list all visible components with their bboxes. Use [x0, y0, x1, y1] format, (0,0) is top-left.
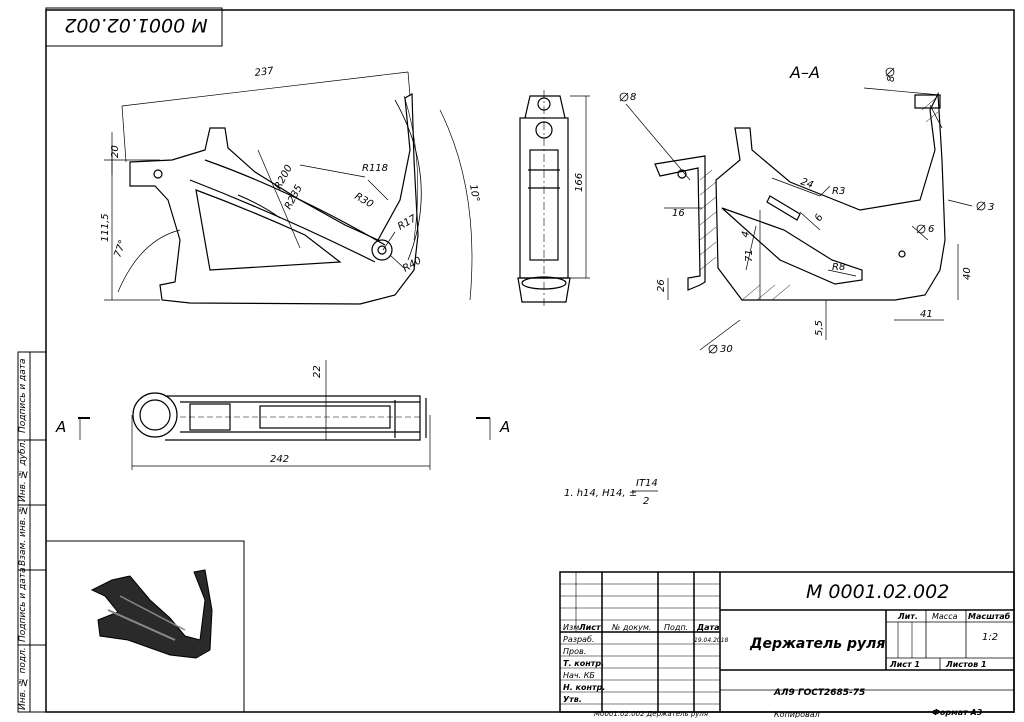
iso-preview: [90, 569, 213, 659]
sheet-label: Лист 1: [889, 660, 920, 669]
side-sign-date-2: Подпись и дата: [18, 567, 28, 642]
dim-6: 6: [813, 212, 826, 223]
main-view: [129, 92, 422, 305]
role-utv: Утв.: [563, 695, 582, 704]
dim-4: 4: [740, 230, 752, 238]
dim-77deg: 77°: [112, 239, 128, 259]
role-nkontr: Н. контр.: [563, 683, 605, 692]
dim-r118: R118: [362, 163, 388, 174]
dim-22: 22: [312, 365, 323, 378]
dim-dia8-b: 8: [886, 76, 897, 82]
role-prov: Пров.: [563, 647, 586, 656]
note-prefix: 1. h14, H14, ±: [564, 488, 637, 499]
section-dims: [625, 87, 973, 351]
side-inv-dubl: Инв. № дубл.: [18, 439, 28, 502]
dim-26: 26: [656, 279, 667, 292]
side-column: [17, 351, 47, 713]
col-sign: Подп.: [664, 623, 688, 632]
lit-label: Лит.: [897, 612, 918, 621]
dim-40: 40: [962, 267, 973, 280]
scale-label: Масштаб: [968, 611, 1011, 621]
col-docnum: № докум.: [611, 623, 651, 632]
col-izm: Изм: [563, 623, 579, 632]
dim-r235: R235: [283, 183, 305, 211]
note-denominator: 2: [643, 496, 649, 507]
dim-71: 71: [744, 249, 755, 262]
top-view-dims: [78, 360, 491, 470]
title-block-grid: [559, 571, 1015, 713]
role-nachkb: Нач. КБ: [563, 671, 595, 680]
section-view: [654, 91, 946, 301]
section-marker-right: А: [499, 418, 510, 436]
material: АЛ9 ГОСТ2685-75: [773, 688, 865, 698]
rotated-code: М 0001.02.002: [64, 14, 208, 36]
dim-dia6: 6: [928, 224, 934, 235]
part-name: Держатель руля: [749, 636, 885, 652]
side-inv-podl: Инв. № подл.: [18, 647, 28, 710]
role-tkontr: Т. контр.: [563, 659, 604, 668]
top-view: [132, 392, 427, 441]
col-list: Лист: [578, 623, 602, 632]
section-marker-left: А: [55, 418, 66, 436]
col-date: Дата: [696, 623, 720, 632]
sheets-label: Листов 1: [945, 660, 987, 669]
dia-symbols: [619, 67, 986, 354]
dim-10deg: 10°: [467, 184, 481, 203]
footer-text: М0001.02.002 Держатель руля: [594, 710, 708, 718]
iso-frame: [46, 540, 245, 712]
note-numerator: IT14: [636, 478, 658, 489]
dim-242: 242: [270, 454, 289, 465]
dim-r3: R3: [832, 186, 845, 197]
format-label: Формат А3: [932, 708, 983, 717]
dim-r30: R30: [353, 191, 376, 210]
side-vzam-inv: Взам. инв. №: [18, 504, 28, 566]
copied-label: Копировал: [774, 710, 820, 718]
dim-237: 237: [254, 66, 275, 79]
inner-frame: [45, 9, 1015, 713]
dim-166: 166: [574, 173, 585, 192]
dim-16: 16: [672, 208, 685, 219]
dim-dia8-a: 8: [630, 92, 636, 103]
scale-value: 1:2: [982, 632, 998, 643]
front-view: [517, 90, 590, 308]
date-value: 19.04.2018: [694, 637, 729, 644]
designation: М 0001.02.002: [806, 581, 949, 603]
dim-r17: R17: [396, 213, 419, 233]
section-label: А–А: [789, 63, 820, 82]
section-hatch: [699, 97, 939, 301]
dim-5-5: 5,5: [814, 320, 825, 336]
main-view-dims: [104, 71, 473, 301]
dim-dia30: 30: [720, 344, 733, 355]
dim-r200: R200: [273, 163, 295, 191]
section-dim-text: 8 8 16 24 R3 6 3 4 6 71 R8 26 40 5,5 41 …: [630, 76, 994, 355]
role-razrab: Разраб.: [563, 635, 594, 644]
dim-41: 41: [920, 309, 933, 320]
dim-111-5: 111,5: [100, 213, 111, 242]
mass-label: Масса: [932, 612, 958, 621]
dim-20: 20: [110, 145, 121, 158]
rotated-code-box: [45, 7, 223, 47]
dim-r8: R8: [832, 262, 845, 273]
side-sign-date-1: Подпись и дата: [18, 358, 28, 434]
dim-24: 24: [799, 176, 815, 191]
title-block-text: М 0001.02.002 Держатель руля АЛ9 ГОСТ268…: [563, 581, 1011, 719]
dim-dia3: 3: [988, 202, 994, 213]
